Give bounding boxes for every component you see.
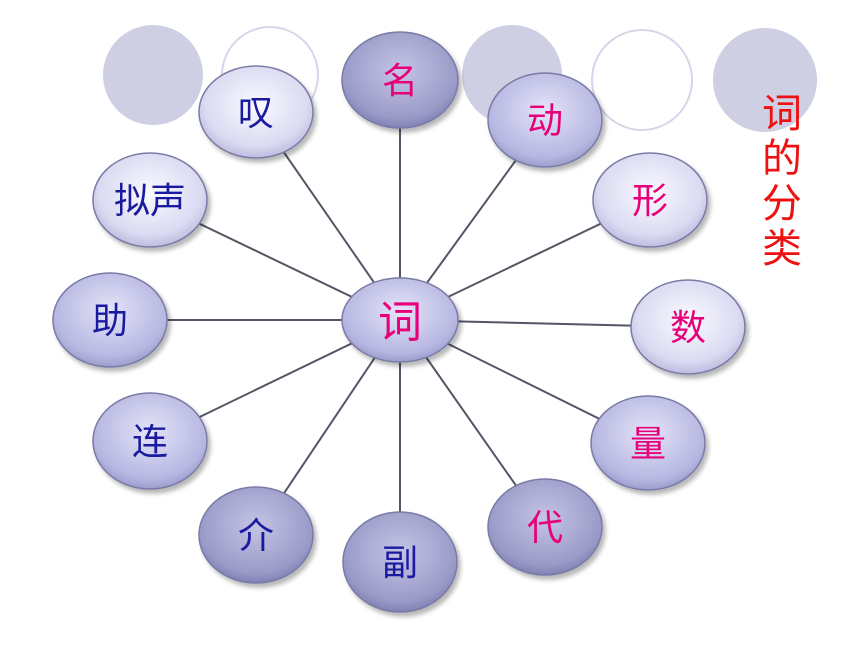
node-label: 代 (527, 508, 563, 549)
node-ellipse (342, 511, 458, 613)
word-class-node-dai: 代 (487, 478, 603, 576)
deco-ring (591, 29, 693, 131)
node-ellipse (198, 65, 314, 159)
node-label: 副 (382, 543, 418, 584)
side-title: 词的分类 (762, 91, 802, 272)
deco-circle (713, 28, 817, 132)
node-label: 动 (527, 101, 563, 142)
word-class-node-dong: 动 (487, 72, 603, 168)
center-label: 词 (378, 297, 422, 348)
node-label: 拟声 (114, 181, 186, 222)
node-ellipse (92, 392, 208, 490)
word-class-node-liang: 量 (590, 395, 706, 491)
node-ellipse (590, 395, 706, 491)
node-ellipse (487, 72, 603, 168)
word-class-node-fu: 副 (342, 511, 458, 613)
node-label: 数 (670, 308, 706, 349)
word-class-node-jie: 介 (198, 486, 314, 584)
node-label: 名 (382, 61, 418, 102)
word-class-node-zhu: 助 (52, 272, 168, 368)
node-label: 叹 (238, 93, 274, 134)
node-label: 形 (632, 181, 668, 222)
node-label: 量 (630, 424, 666, 465)
word-class-node-shu: 数 (630, 279, 746, 375)
node-ellipse (52, 272, 168, 368)
word-class-node-ming: 名 (341, 31, 459, 129)
word-class-node-nishengci: 拟声 (92, 152, 208, 248)
node-ellipse (592, 152, 708, 248)
node-ellipse (92, 152, 208, 248)
node-label: 连 (132, 422, 168, 463)
node-ellipse (630, 279, 746, 375)
center-node: 词 (341, 277, 459, 363)
word-class-node-lian: 连 (92, 392, 208, 490)
deco-circle (103, 25, 203, 125)
word-class-node-xing: 形 (592, 152, 708, 248)
node-ellipse (487, 478, 603, 576)
node-ellipse (341, 31, 459, 129)
node-label: 助 (92, 301, 128, 342)
node-ellipse (198, 486, 314, 584)
word-class-node-tan: 叹 (198, 65, 314, 159)
node-label: 介 (238, 516, 274, 557)
